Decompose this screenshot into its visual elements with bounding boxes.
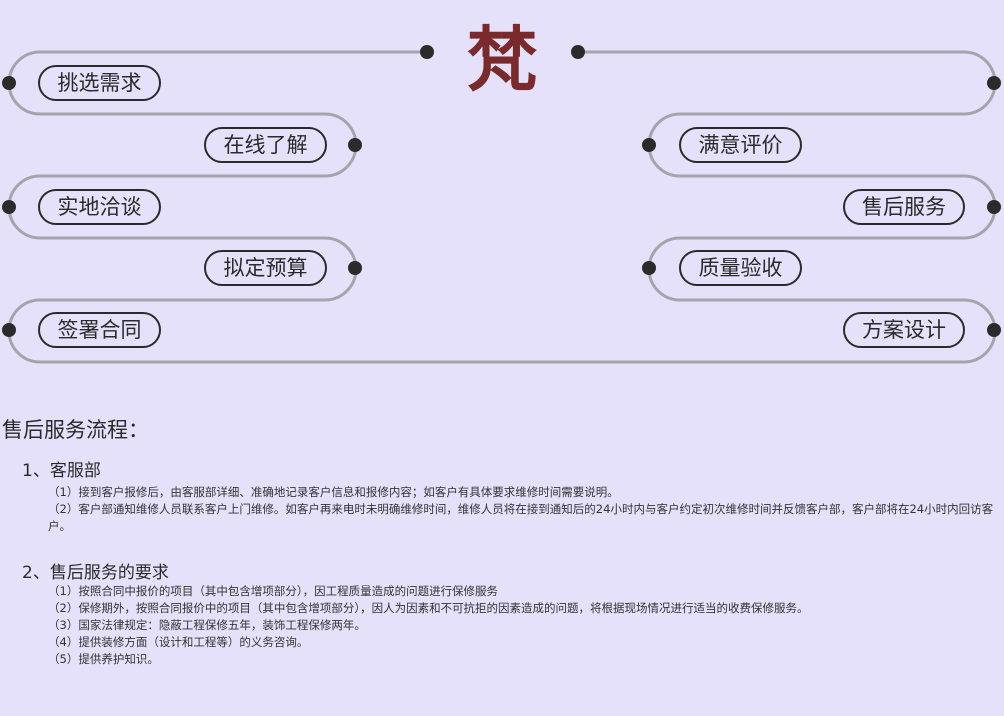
section-line: （2）客户部通知维修人员联系客户上门维修。如客户再来电时未明确维修时间，维修人员… [48, 502, 994, 533]
flow-dot [987, 200, 1001, 214]
step-pill-7: 质量验收 [679, 250, 802, 286]
step-label: 满意评价 [699, 133, 783, 157]
section-heading: 2、售后服务的要求 [22, 563, 169, 583]
flow-dot [2, 76, 16, 90]
section-line: （3）国家法律规定：隐蔽工程保修五年，装饰工程保修两年。 [48, 618, 366, 632]
step-pill-2: 在线了解 [204, 127, 327, 163]
step-label: 质量验收 [699, 256, 783, 280]
step-label: 签署合同 [58, 318, 142, 342]
step-label: 挑选需求 [58, 71, 142, 95]
flow-dot [420, 45, 434, 59]
flow-dot [642, 261, 656, 275]
step-label: 实地洽谈 [58, 195, 142, 219]
section-line: （4）提供装修方面（设计和工程等）的义务咨询。 [48, 635, 309, 649]
step-pills: 挑选需求 在线了解 实地洽谈 拟定预算 签署合同 方案设计 质量验收 售后服务 [38, 65, 965, 348]
section-line: （1）按照合同中报价的项目（其中包含增项部分），因工程质量造成的问题进行保修服务 [48, 584, 499, 598]
flow-dot [987, 323, 1001, 337]
step-pill-5: 签署合同 [38, 312, 161, 348]
step-label: 售后服务 [862, 195, 946, 219]
step-label: 方案设计 [862, 318, 946, 342]
flow-dot [987, 76, 1001, 90]
flow-dot [571, 45, 585, 59]
step-pill-8: 售后服务 [843, 189, 965, 225]
section-line: （5）提供养护知识。 [48, 652, 159, 666]
flow-dot [348, 138, 362, 152]
process-flow-diagram: 梵 挑选需求 在线了解 实地洽谈 拟定预算 签署合同 方案设计 质量 [2, 18, 1001, 364]
step-pill-1: 挑选需求 [38, 65, 161, 101]
flow-dots [2, 45, 1001, 337]
flow-dot [2, 200, 16, 214]
section-line: （1）接到客户报修后，由客服部详细、准确地记录客户信息和报修内容；如客户有具体要… [48, 485, 619, 499]
brand-logo: 梵 [467, 18, 537, 101]
section-heading: 1、客服部 [22, 461, 101, 481]
flow-dot [642, 138, 656, 152]
step-pill-6: 方案设计 [843, 312, 965, 348]
flow-dot [348, 261, 362, 275]
section-line: （2）保修期外，按照合同报价中的项目（其中包含增项部分），因人为因素和不可抗拒的… [48, 601, 809, 615]
step-label: 拟定预算 [224, 256, 308, 280]
brand-logo-text: 梵 [467, 18, 537, 101]
step-pill-3: 实地洽谈 [38, 189, 161, 225]
step-pill-4: 拟定预算 [204, 250, 327, 286]
step-pill-9: 满意评价 [679, 127, 802, 163]
step-label: 在线了解 [224, 133, 308, 157]
page-title: 售后服务流程： [2, 418, 149, 442]
flow-dot [2, 323, 16, 337]
